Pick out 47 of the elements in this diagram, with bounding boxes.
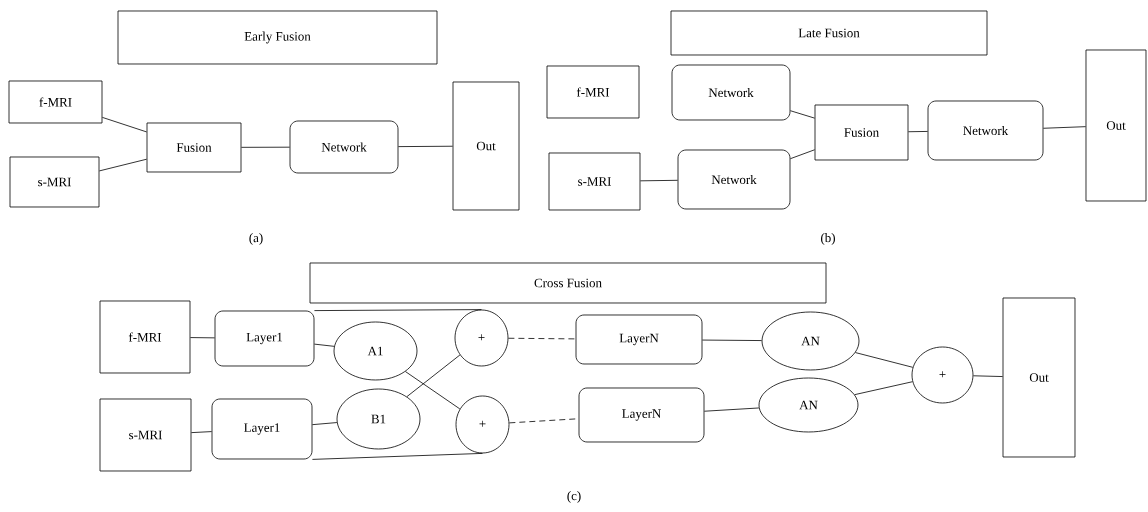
connector-line	[190, 337, 215, 339]
fusion-box: Fusion	[814, 104, 909, 161]
panel-label: (b)	[821, 233, 835, 245]
input-box: s-MRI	[99, 398, 192, 472]
input-box: f-MRI	[8, 80, 103, 124]
connector-line	[191, 431, 212, 434]
output-box: Out	[1085, 49, 1147, 202]
input-box: f-MRI	[99, 300, 191, 374]
fusion-box: Fusion	[146, 122, 242, 173]
connector-line	[406, 354, 461, 398]
connector-line	[702, 339, 762, 341]
layer-box: LayerN	[578, 387, 705, 443]
connector-line	[102, 117, 147, 133]
connector-line	[973, 375, 1003, 377]
connector-line	[398, 145, 453, 147]
network-box: Network	[671, 64, 791, 121]
input-box: s-MRI	[9, 156, 100, 208]
connector-line	[855, 352, 914, 368]
input-box: f-MRI	[546, 65, 640, 119]
connector-line	[405, 371, 461, 410]
connector-line	[508, 337, 576, 340]
layer-box: LayerN	[575, 314, 703, 365]
panel-label: (a)	[249, 233, 263, 245]
connector-line	[1043, 126, 1086, 129]
connector-line	[640, 179, 678, 182]
connector-line	[312, 453, 483, 460]
title-box: Cross Fusion	[309, 262, 827, 304]
connector-line	[790, 149, 815, 160]
connector-line	[241, 146, 290, 148]
connector-line	[314, 343, 335, 347]
connector-line	[790, 110, 815, 119]
network-box: Network	[677, 149, 791, 210]
layer-box: Layer1	[211, 398, 313, 460]
input-box: s-MRI	[548, 152, 641, 211]
network-box: Network	[289, 120, 399, 174]
connector-line	[704, 407, 760, 412]
output-box: Out	[452, 81, 520, 211]
output-box: Out	[1002, 297, 1076, 458]
connector-line	[854, 381, 913, 396]
panel-label: (c)	[567, 491, 581, 503]
connector-line	[908, 131, 928, 133]
title-box: Late Fusion	[670, 10, 988, 56]
layer-box: Layer1	[214, 310, 315, 367]
title-box: Early Fusion	[117, 10, 438, 65]
network-box: Network	[927, 100, 1044, 161]
connector-line	[99, 158, 147, 172]
connector-line	[312, 422, 338, 426]
